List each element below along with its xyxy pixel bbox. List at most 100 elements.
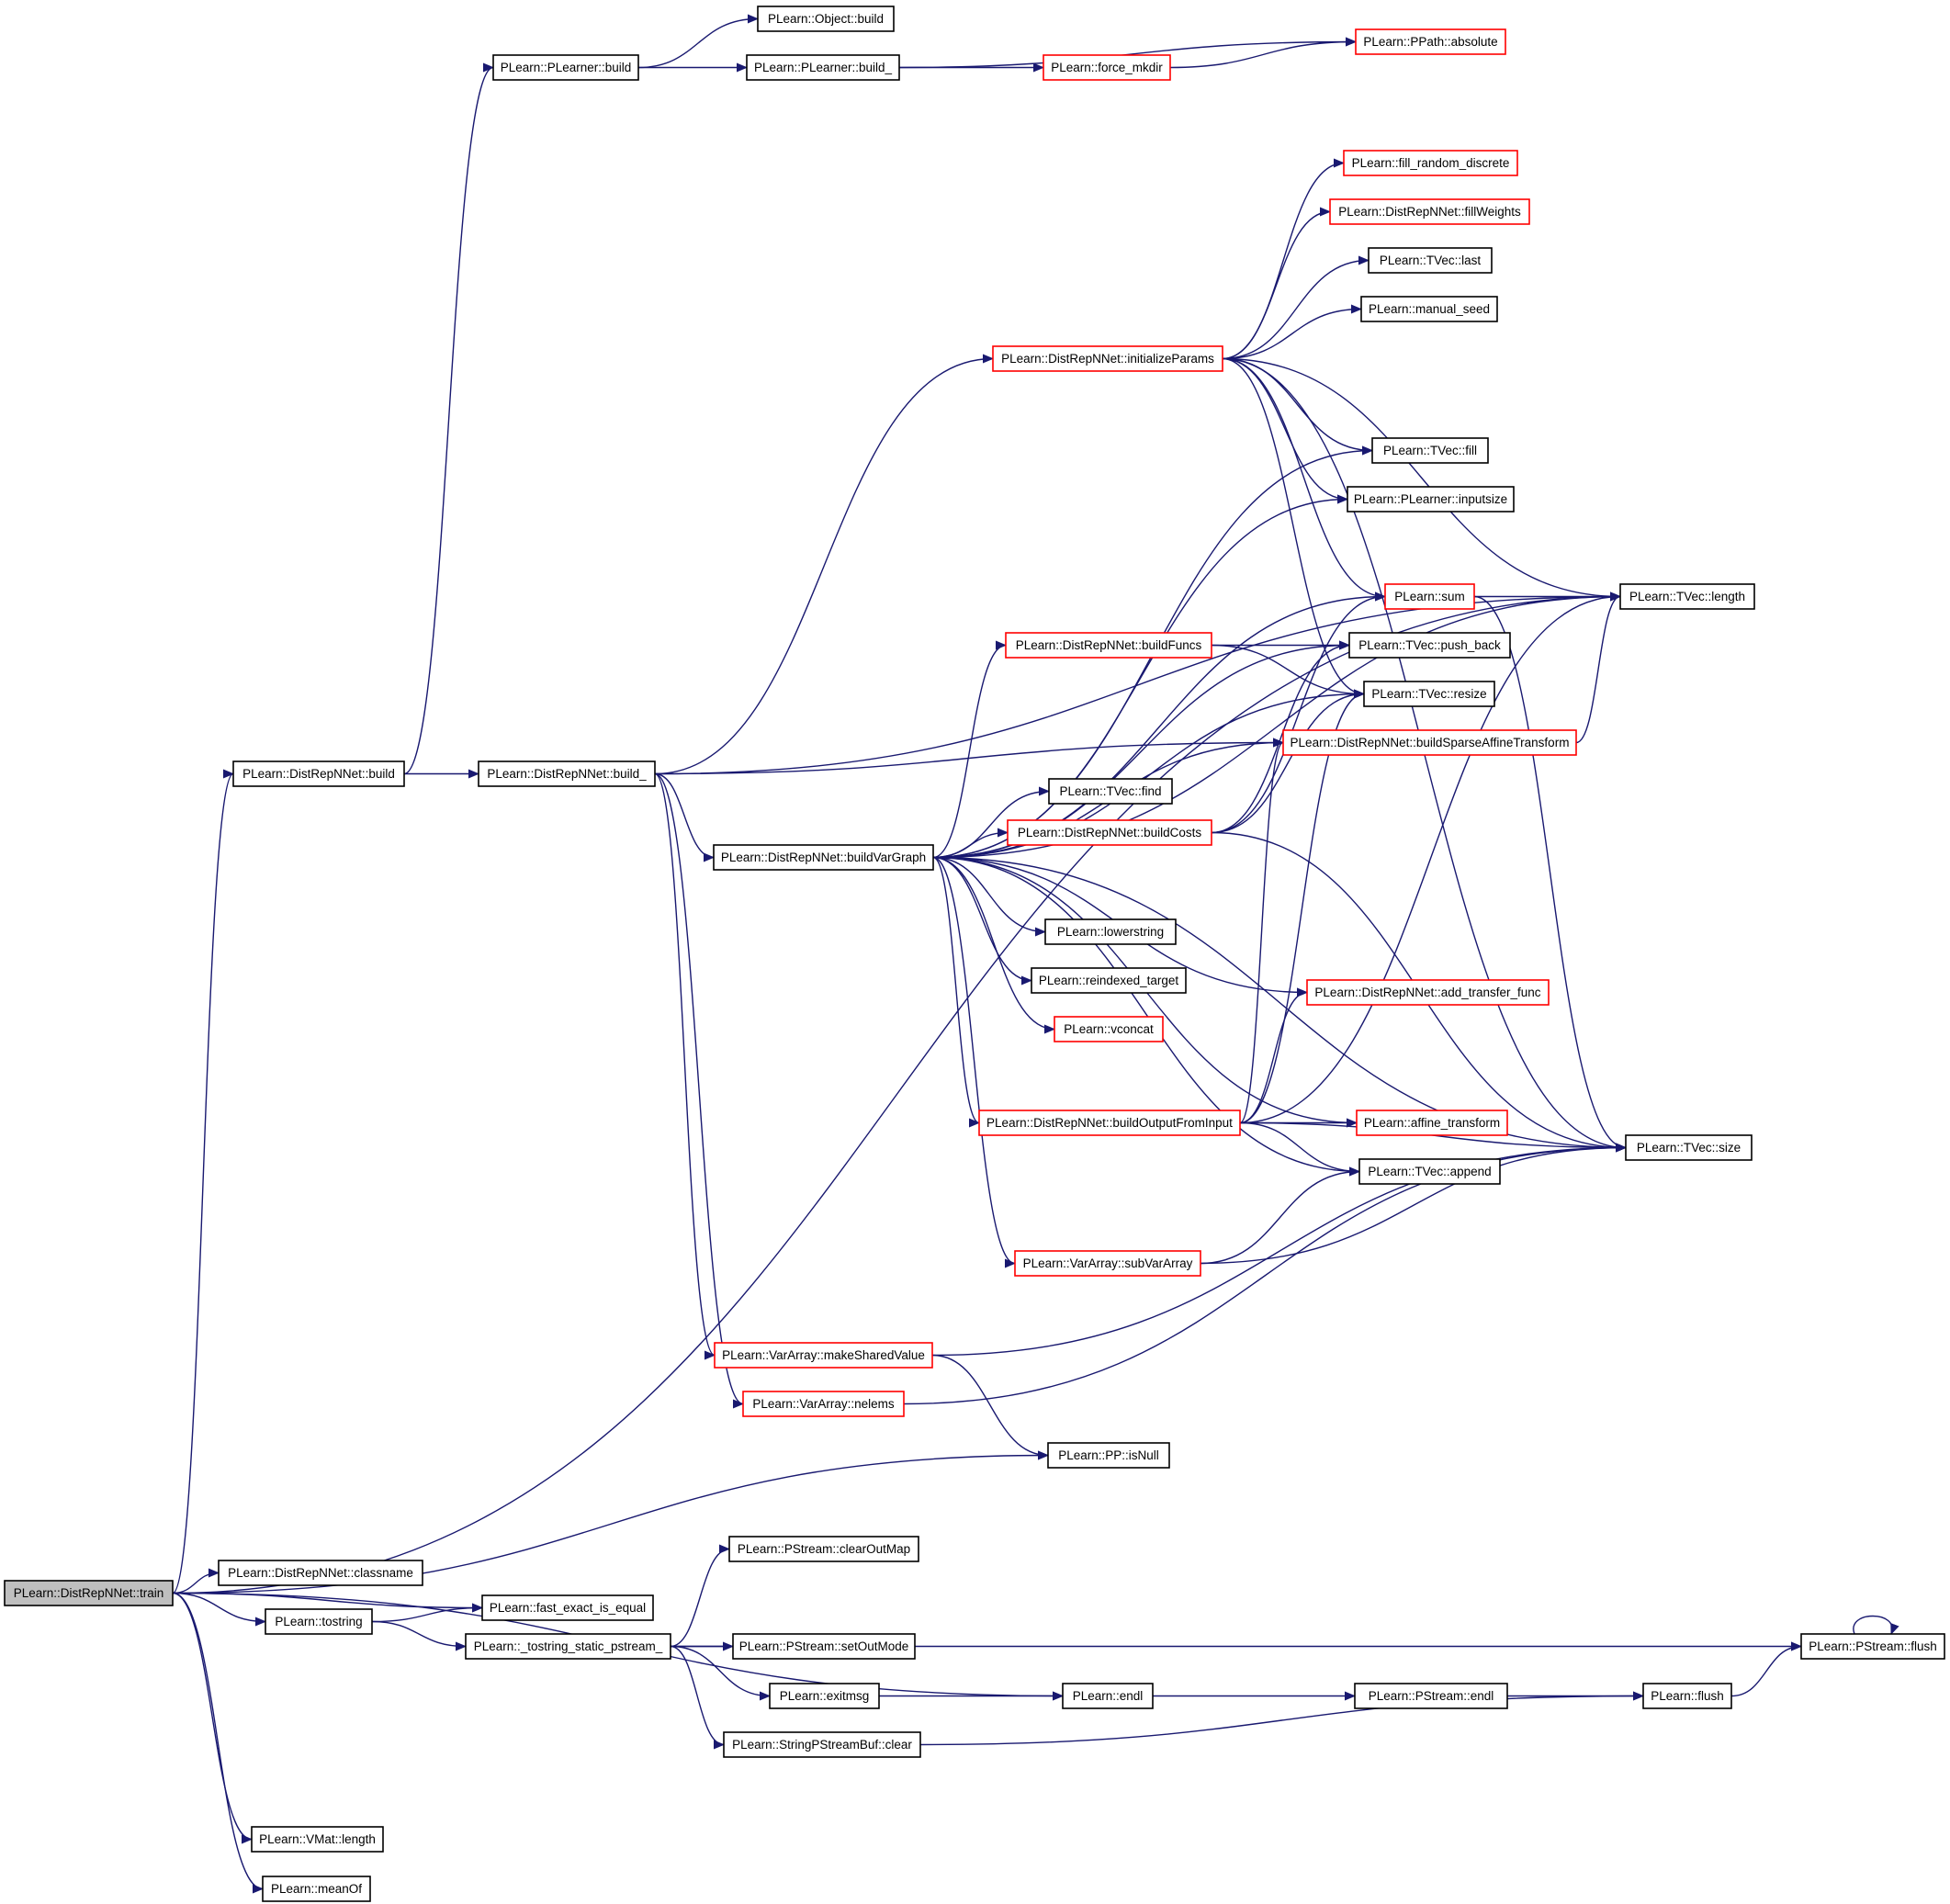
node-label: PLearn::PLearner::build_ <box>754 61 893 74</box>
node-label: PLearn::PStream::setOutMode <box>739 1639 909 1653</box>
node-label: PLearn::Object::build <box>768 12 884 26</box>
node-box <box>1360 296 1498 322</box>
node-box <box>218 1560 423 1586</box>
node-box <box>769 1683 880 1709</box>
node-spsbclear[interactable]: PLearn::StringPStreamBuf::clear <box>723 1731 921 1758</box>
node-tsp[interactable]: PLearn::_tostring_static_pstream_ <box>465 1633 671 1660</box>
node-box <box>1054 1016 1164 1042</box>
node-vmlength[interactable]: PLearn::VMat::length <box>251 1826 384 1853</box>
node-vconcat[interactable]: PLearn::vconcat <box>1054 1016 1164 1042</box>
node-label: PLearn::TVec::fill <box>1383 444 1477 457</box>
node-box <box>728 1536 919 1562</box>
node-box <box>465 1633 671 1660</box>
edge-buildfuncs-to-resize <box>1211 644 1365 699</box>
edge-plbuild-to-objbuild <box>637 14 759 69</box>
node-label: PLearn::sum <box>1394 590 1465 603</box>
node-buildfuncs[interactable]: PLearn::DistRepNNet::buildFuncs <box>1005 632 1212 659</box>
node-endl[interactable]: PLearn::endl <box>1062 1683 1154 1709</box>
node-sum[interactable]: PLearn::sum <box>1384 583 1475 610</box>
node-box <box>1619 583 1755 610</box>
node-label: PLearn::StringPStreamBuf::clear <box>732 1738 912 1752</box>
node-label: PLearn::PPath::absolute <box>1363 35 1497 49</box>
edge-subva-to-tappend <box>1200 1166 1360 1265</box>
node-box <box>746 54 900 81</box>
node-tfill[interactable]: PLearn::TVec::fill <box>1371 437 1489 464</box>
node-bsat[interactable]: PLearn::DistRepNNet::buildSparseAffineTr… <box>1282 729 1577 756</box>
node-meanof[interactable]: PLearn::meanOf <box>262 1876 371 1902</box>
edge-tsp-to-spsbclear <box>670 1645 725 1750</box>
node-exitmsg[interactable]: PLearn::exitmsg <box>769 1683 880 1709</box>
node-box <box>1347 486 1515 513</box>
edge-initp-to-mseed <box>1222 304 1362 360</box>
node-label: PLearn::DistRepNNet::buildVarGraph <box>721 851 926 864</box>
node-lowers[interactable]: PLearn::lowerstring <box>1044 918 1177 945</box>
edges-layer <box>172 14 1899 1894</box>
node-box <box>1031 967 1187 994</box>
node-tsize[interactable]: PLearn::TVec::size <box>1625 1134 1753 1161</box>
node-subva[interactable]: PLearn::VarArray::subVarArray <box>1014 1250 1201 1277</box>
node-pushback[interactable]: PLearn::TVec::push_back <box>1348 632 1511 659</box>
node-msv[interactable]: PLearn::VarArray::makeSharedValue <box>714 1342 933 1369</box>
nodes-layer: PLearn::DistRepNNet::train PLearn::DistRe… <box>4 6 1945 1902</box>
node-label: PLearn::TVec::last <box>1380 253 1482 267</box>
node-train[interactable]: PLearn::DistRepNNet::train <box>4 1580 174 1606</box>
node-label: PLearn::PLearner::inputsize <box>1354 492 1507 506</box>
node-clearout[interactable]: PLearn::PStream::clearOutMap <box>728 1536 919 1562</box>
node-inputsize[interactable]: PLearn::PLearner::inputsize <box>1347 486 1515 513</box>
node-box <box>1062 1683 1154 1709</box>
node-dbuild_[interactable]: PLearn::DistRepNNet::build_ <box>478 760 656 787</box>
node-objbuild[interactable]: PLearn::Object::build <box>757 6 895 32</box>
node-box <box>1282 729 1577 756</box>
node-classname[interactable]: PLearn::DistRepNNet::classname <box>218 1560 423 1586</box>
node-tappend[interactable]: PLearn::TVec::append <box>1358 1158 1501 1185</box>
node-affine[interactable]: PLearn::affine_transform <box>1356 1110 1508 1136</box>
node-label: PLearn::endl <box>1073 1689 1144 1703</box>
node-forcemkdir[interactable]: PLearn::force_mkdir <box>1043 54 1171 81</box>
node-plbuild_[interactable]: PLearn::PLearner::build_ <box>746 54 900 81</box>
node-initp[interactable]: PLearn::DistRepNNet::initializeParams <box>992 345 1223 372</box>
node-label: PLearn::TVec::size <box>1637 1141 1741 1155</box>
node-flush[interactable]: PLearn::flush <box>1642 1683 1732 1709</box>
edge-sum-to-tsize <box>1473 595 1627 1153</box>
node-box <box>265 1608 373 1635</box>
edge-dbuild_-to-nelems <box>654 772 744 1409</box>
node-nelems[interactable]: PLearn::VarArray::nelems <box>742 1391 905 1417</box>
node-tlength[interactable]: PLearn::TVec::length <box>1619 583 1755 610</box>
node-tfind[interactable]: PLearn::TVec::find <box>1048 778 1173 805</box>
node-box <box>1044 918 1177 945</box>
node-psflush[interactable]: PLearn::PStream::flush <box>1800 1633 1945 1660</box>
node-label: PLearn::VMat::length <box>259 1832 376 1846</box>
node-label: PLearn::VarArray::subVarArray <box>1023 1256 1193 1270</box>
node-resize[interactable]: PLearn::TVec::resize <box>1363 681 1495 707</box>
node-label: PLearn::force_mkdir <box>1051 61 1163 74</box>
node-reidx[interactable]: PLearn::reindexed_target <box>1031 967 1187 994</box>
node-isnull[interactable]: PLearn::PP::isNull <box>1047 1442 1170 1469</box>
node-tlast[interactable]: PLearn::TVec::last <box>1368 247 1493 274</box>
node-label: PLearn::lowerstring <box>1057 925 1164 939</box>
edge-buildcosts-to-resize <box>1211 689 1365 834</box>
edge-buildcosts-to-sum <box>1211 591 1386 834</box>
node-setout[interactable]: PLearn::PStream::setOutMode <box>732 1633 916 1660</box>
node-bofi[interactable]: PLearn::DistRepNNet::buildOutputFromInpu… <box>978 1110 1241 1136</box>
node-label: PLearn::TVec::find <box>1059 784 1161 798</box>
node-ppath[interactable]: PLearn::PPath::absolute <box>1355 28 1506 55</box>
node-fillrd[interactable]: PLearn::fill_random_discrete <box>1343 150 1518 176</box>
node-buildcosts[interactable]: PLearn::DistRepNNet::buildCosts <box>1007 819 1212 846</box>
node-label: PLearn::DistRepNNet::build_ <box>487 767 647 781</box>
edge-bofi-to-tappend <box>1239 1121 1360 1177</box>
node-box <box>262 1876 371 1902</box>
node-plbuild[interactable]: PLearn::PLearner::build <box>492 54 639 81</box>
node-box <box>1371 437 1489 464</box>
node-dbuild[interactable]: PLearn::DistRepNNet::build <box>232 760 405 787</box>
node-mseed[interactable]: PLearn::manual_seed <box>1360 296 1498 322</box>
node-fastexact[interactable]: PLearn::fast_exact_is_equal <box>481 1594 654 1621</box>
node-label: PLearn::DistRepNNet::initializeParams <box>1001 352 1214 366</box>
node-psendl[interactable]: PLearn::PStream::endl <box>1354 1683 1508 1709</box>
node-fillw[interactable]: PLearn::DistRepNNet::fillWeights <box>1329 198 1530 225</box>
node-tostring[interactable]: PLearn::tostring <box>265 1608 373 1635</box>
node-bvg[interactable]: PLearn::DistRepNNet::buildVarGraph <box>713 844 934 871</box>
node-box <box>478 760 656 787</box>
edge-bofi-to-bsat <box>1239 738 1284 1124</box>
node-addtf[interactable]: PLearn::DistRepNNet::add_transfer_func <box>1306 979 1550 1006</box>
edge-bvg-to-buildfuncs <box>932 640 1007 859</box>
